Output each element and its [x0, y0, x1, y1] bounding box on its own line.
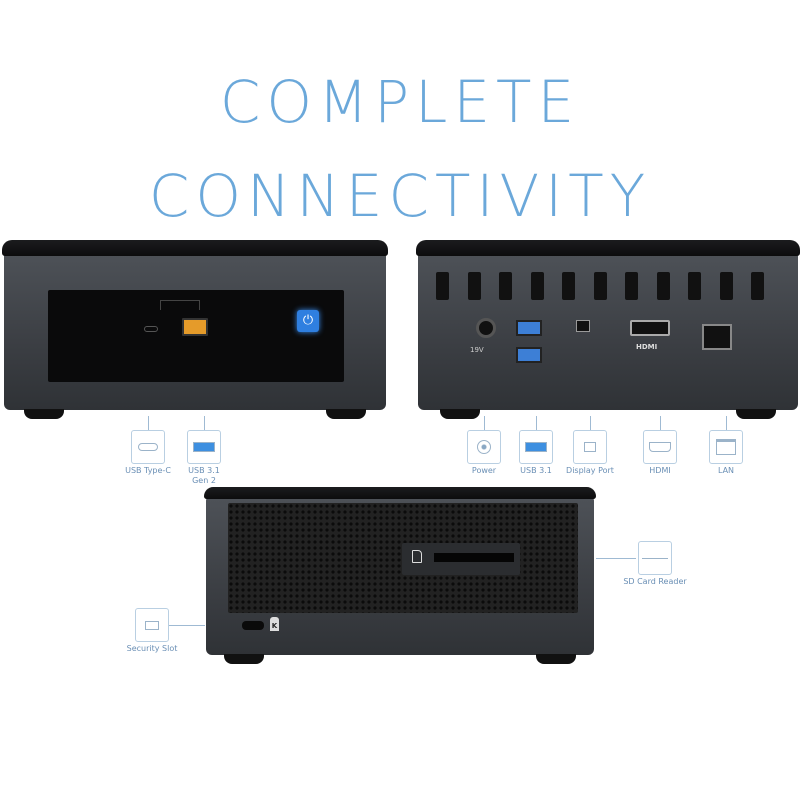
callout-usb-type-c	[131, 430, 165, 464]
sd-card-icon	[412, 550, 422, 563]
hdmi-port	[630, 320, 670, 336]
hdmi-icon	[649, 442, 671, 452]
device-lid	[204, 487, 596, 499]
ethernet-icon	[716, 439, 736, 455]
callout-sd-card-reader	[638, 541, 672, 575]
headline-line-1: COMPLETE	[219, 68, 581, 136]
vent-slot	[530, 272, 544, 300]
vent-slot	[499, 272, 512, 300]
device-lid	[416, 240, 800, 256]
side-view-device: K	[204, 487, 596, 664]
callout-display-port	[573, 430, 607, 464]
usb-3-port-bottom	[516, 347, 542, 363]
callout-lan	[709, 430, 743, 464]
front-view-device: ⏻	[2, 240, 388, 419]
displayport-icon	[584, 442, 596, 452]
rear-view-device: 19V HDMI	[416, 240, 800, 419]
usb-a-icon	[525, 442, 547, 452]
callout-label: LAN	[717, 466, 735, 475]
usb-3-port-top	[516, 320, 542, 336]
callout-label: HDMI	[649, 466, 671, 475]
callout-usb-gen2	[187, 430, 221, 464]
callout-label: USB 3.1 Gen 2	[188, 466, 220, 485]
lan-port	[702, 324, 732, 350]
usb-c-port	[144, 326, 158, 332]
vent-slot	[656, 272, 670, 300]
vent-slot	[719, 272, 733, 300]
security-slot	[242, 621, 264, 630]
power-marking: 19V	[470, 346, 484, 354]
power-button[interactable]: ⏻	[297, 310, 319, 332]
sd-card-slot	[402, 543, 520, 575]
front-panel: ⏻	[48, 290, 344, 382]
callout-hdmi	[643, 430, 677, 464]
vent-slot	[593, 272, 607, 300]
callout-label: USB Type-C	[125, 466, 171, 475]
callout-label: Power	[471, 466, 497, 475]
device-lid	[2, 240, 388, 256]
callout-label: Security Slot	[126, 644, 178, 653]
vent-slot	[751, 272, 764, 300]
vent-slot	[467, 272, 481, 300]
kensington-lock-icon: K	[270, 617, 279, 631]
sd-card-icon	[642, 557, 668, 559]
hdmi-marking: HDMI	[636, 343, 658, 351]
vent-slot	[562, 272, 575, 300]
mini-displayport	[576, 320, 590, 332]
power-jack	[476, 318, 496, 338]
callout-security-slot	[135, 608, 169, 642]
callout-usb-3-1	[519, 430, 553, 464]
callout-label: SD Card Reader	[623, 577, 687, 586]
vent-slot	[436, 272, 449, 300]
lock-slot-icon	[145, 620, 159, 630]
headline-line-2: CONNECTIVITY	[148, 162, 652, 230]
power-jack-icon	[477, 440, 491, 454]
vent-slot	[688, 272, 701, 300]
callout-power	[467, 430, 501, 464]
callout-label: Display Port	[566, 466, 614, 475]
usb-a-icon	[193, 442, 215, 452]
usb-gen2-port	[182, 318, 208, 336]
vent-slot	[625, 272, 638, 300]
usb-c-icon	[138, 443, 158, 451]
callout-label: USB 3.1	[520, 466, 552, 475]
ss-logo-icon	[160, 300, 200, 310]
